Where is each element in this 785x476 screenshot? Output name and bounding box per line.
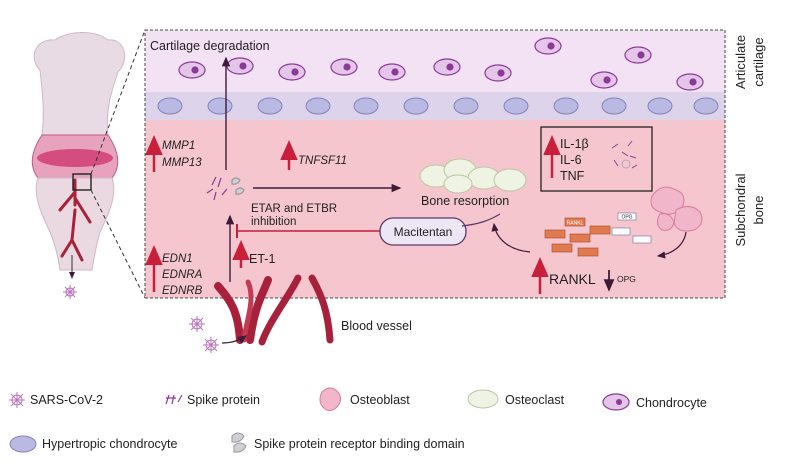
legend-spike-label: Spike protein <box>187 393 260 407</box>
legend-osteoclast-label: Osteoclast <box>505 393 565 407</box>
osteoblast-legend-icon <box>319 387 342 412</box>
macitentan-pill <box>379 217 467 246</box>
cytokine-molecules-icon <box>611 140 638 169</box>
receptor-binding-domain-legend-icon <box>231 432 247 453</box>
spike-protein-cluster-icon <box>206 176 245 201</box>
svg-text:OPG: OPG <box>621 215 632 221</box>
mmp1-label: MMP1 <box>162 140 195 152</box>
rankl-to-resorption-arrow <box>491 222 531 253</box>
articular-cartilage-label: Articulate cartilage <box>733 35 766 89</box>
legend-hypertropic-label: Hypertropic chondrocyte <box>42 437 178 451</box>
macitentan-label: Macitentan <box>394 225 453 239</box>
svg-text:Articulate: Articulate <box>733 35 748 89</box>
bone-resorption-label: Bone resorption <box>421 194 509 208</box>
hypertrophic-chondrocyte-band <box>145 92 725 120</box>
sars-cov-2-legend-icon <box>9 392 25 408</box>
il1b-label: IL-1β <box>560 137 589 151</box>
mmp13-label: MMP13 <box>162 157 202 169</box>
osteoblast-cluster <box>650 186 703 232</box>
spike-protein-legend-icon <box>165 394 183 405</box>
sars-cov-2-icon-small <box>63 285 77 299</box>
svg-text:cartilage: cartilage <box>751 37 766 86</box>
etar-etbr-label-line2: inhibition <box>251 216 296 228</box>
blood-vessel-label: Blood vessel <box>341 319 412 333</box>
opg-label: OPG <box>617 274 636 284</box>
osteoclast-legend-icon <box>467 389 499 409</box>
tnf-label: TNF <box>560 169 585 183</box>
blood-vessel-illustration <box>214 274 334 346</box>
chondrocyte-cells <box>178 37 704 91</box>
rankl-label: RANKL <box>549 271 596 287</box>
macitentan-connector <box>461 213 501 227</box>
chondrocyte-legend-icon <box>602 393 630 411</box>
sars-cov-2-virions <box>189 316 219 353</box>
osteoblast-to-rankl-arrow <box>656 231 687 259</box>
legend-rbd-label: Spike protein receptor binding domain <box>254 437 465 451</box>
tnfsf11-label: TNFSF11 <box>298 155 347 167</box>
etar-etbr-label-line1: ETAR and ETBR <box>251 203 337 215</box>
legend: SARS-CoV-2 Spike protein Osteoblast Oste… <box>9 387 707 453</box>
rankl-opg-molecules: RANKL OPG <box>544 212 652 257</box>
cytokine-box <box>540 126 653 192</box>
hypertropic-chondrocyte-legend-icon <box>9 435 37 453</box>
ednra-label: EDNRA <box>162 269 203 281</box>
svg-text:Subchondral: Subchondral <box>733 173 748 246</box>
et1-label: ET-1 <box>249 252 275 266</box>
il6-label: IL-6 <box>560 153 582 167</box>
edn1-label: EDN1 <box>162 253 193 265</box>
zoom-box <box>72 173 92 191</box>
legend-osteoblast-label: Osteoblast <box>350 393 410 407</box>
osteoclast-cluster <box>419 158 527 194</box>
legend-chondrocyte-label: Chondrocyte <box>636 396 707 410</box>
hypertrophic-chondrocyte-cells <box>157 97 719 115</box>
cartilage-degradation-label: Cartilage degradation <box>150 39 270 53</box>
svg-text:bone: bone <box>751 196 766 225</box>
virus-entry-arrow <box>221 335 248 344</box>
legend-sars-label: SARS-CoV-2 <box>30 393 103 407</box>
knee-joint-illustration <box>31 29 146 299</box>
svg-text:RANKL: RANKL <box>567 221 584 227</box>
subchondral-bone-region <box>145 120 725 298</box>
ednrb-label: EDNRB <box>162 285 203 297</box>
subchondral-bone-label: Subchondral bone <box>733 173 766 246</box>
